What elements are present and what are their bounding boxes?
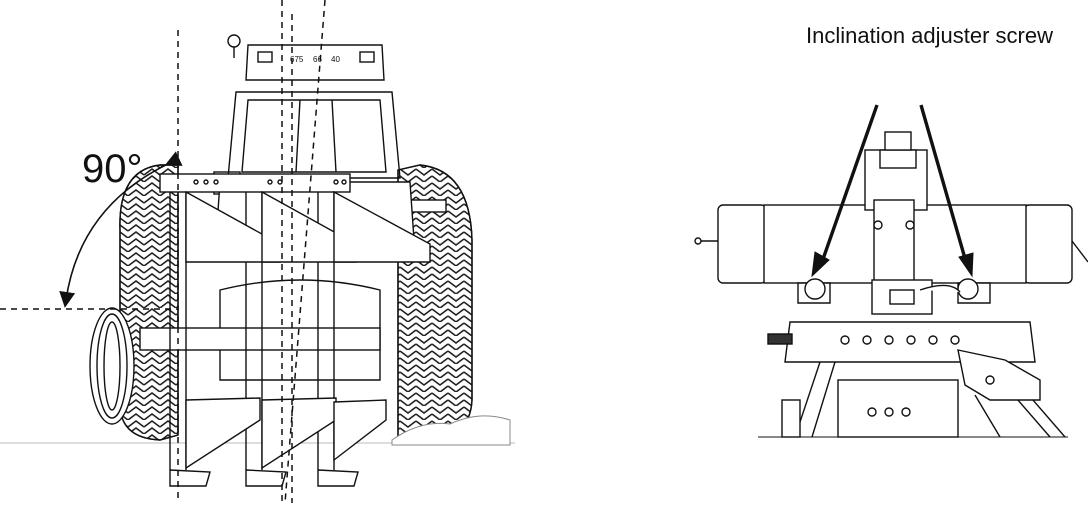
- adjuster-bolt-left: [804, 278, 826, 300]
- mouldboards-upper: [185, 190, 431, 263]
- threaded-rod: [767, 333, 793, 345]
- plate-text-1: 675: [290, 55, 304, 64]
- adjuster-detail: [694, 131, 1088, 438]
- angle-label: 90°: [82, 147, 143, 191]
- callout-arrows: [811, 104, 974, 278]
- angle-arc-arrow: [59, 151, 183, 308]
- lever-arm: [957, 349, 1041, 401]
- soil-clod: [391, 415, 511, 446]
- mount-plate: [837, 379, 959, 438]
- plate-text-3: 40: [331, 55, 340, 64]
- plate-text-2: 66: [313, 55, 322, 64]
- tilted-line: [284, 0, 326, 504]
- pivot-block: [871, 279, 933, 315]
- tractor-cab: [213, 44, 401, 195]
- left-hub: [717, 204, 767, 284]
- callout-label: Inclination adjuster screw: [806, 23, 1054, 48]
- beacon-lamp: [227, 34, 241, 58]
- front-wheel: [89, 307, 135, 425]
- right-hub: [1023, 204, 1073, 284]
- adjuster-bolt-right: [957, 278, 979, 300]
- mouldboards-lower: [169, 397, 387, 487]
- tractor-rear-view: 675 66 40: [0, 34, 515, 487]
